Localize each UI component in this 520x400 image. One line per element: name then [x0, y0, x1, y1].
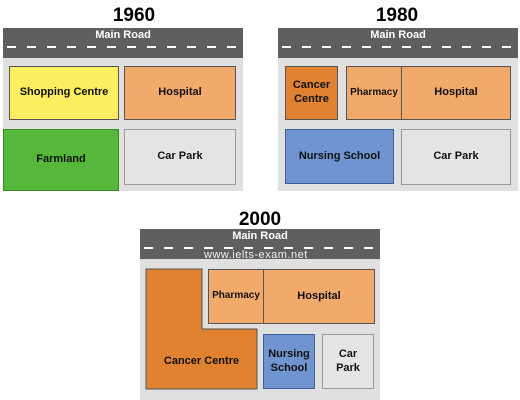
plot-shopping-centre: Shopping Centre — [9, 66, 119, 120]
plot-hospital: Hospital — [124, 66, 236, 120]
main-road-1960: Main Road — [3, 28, 243, 58]
plot-nursing-school: Nursing School — [285, 129, 394, 184]
year-2000-title: 2000 — [238, 209, 282, 230]
main-road-2000: Main Road — [140, 229, 380, 259]
road-dashes — [7, 46, 239, 48]
plot-label: Nursing School — [298, 149, 381, 162]
map-2000: Main Road www.ielts-exam.net Cancer Cent… — [140, 229, 380, 400]
plot-pharmacy: Pharmacy — [208, 269, 264, 324]
plot-hospital: Hospital — [401, 66, 511, 120]
plot-label: Shopping Centre — [19, 86, 109, 99]
plot-pharmacy: Pharmacy — [346, 66, 402, 120]
year-1980-title: 1980 — [375, 5, 419, 26]
plot-cancer-centre — [145, 268, 258, 390]
plot-label: Farmland — [36, 153, 86, 166]
plot-label: Car Park — [157, 150, 203, 163]
plot-hospital: Hospital — [263, 269, 375, 324]
watermark: www.ielts-exam.net — [204, 249, 308, 261]
plot-label: Hospital — [434, 86, 478, 99]
road-dashes — [282, 46, 514, 48]
main-road-label: Main Road — [95, 29, 151, 41]
main-road-label: Main Road — [370, 29, 426, 41]
main-road-1980: Main Road — [278, 28, 518, 58]
plot-label: Pharmacy — [212, 290, 260, 302]
road-dashes — [144, 247, 376, 249]
plot-car-park: Car Park — [124, 129, 236, 185]
plot-farmland: Farmland — [3, 129, 119, 191]
plot-label: Hospital — [297, 289, 341, 302]
plot-label: Pharmacy — [350, 86, 398, 98]
map-1960: Main Road Shopping Centre Hospital Farml… — [3, 28, 243, 191]
plot-label: Hospital — [158, 86, 202, 99]
plot-label: Car Park — [433, 150, 479, 163]
plot-car-park: Car Park — [401, 129, 511, 185]
plot-cancer-centre-label: Cancer Centre — [163, 355, 240, 367]
main-road-label: Main Road — [232, 230, 288, 242]
year-1960-title: 1960 — [112, 5, 156, 26]
